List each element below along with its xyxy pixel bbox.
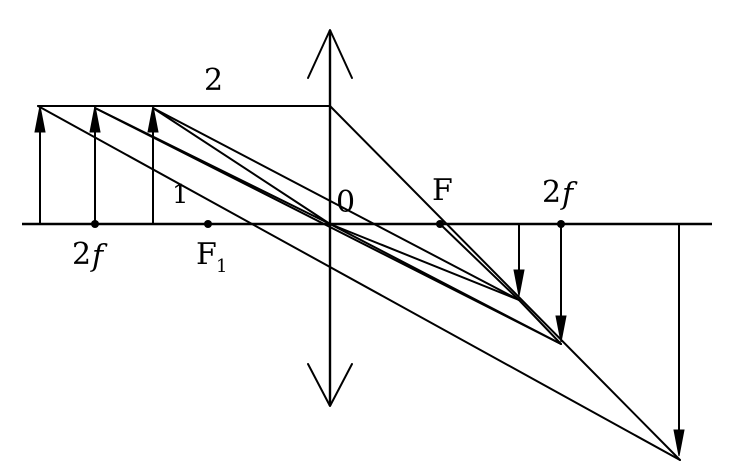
image-arrow-3	[513, 223, 525, 297]
point-2f-left	[91, 220, 99, 228]
point-f1	[204, 220, 212, 228]
ray-center-object3	[152, 107, 520, 301]
ray-parallel	[37, 105, 681, 461]
ray-refracted-to-image3	[439, 223, 520, 301]
object-arrow-1	[34, 105, 46, 225]
image-arrow-1	[673, 223, 685, 457]
lens-arrowhead-top	[307, 29, 353, 79]
object-arrow-3	[147, 105, 159, 225]
label-f1-main: F	[196, 237, 217, 272]
label-2f-left-var: f	[90, 239, 108, 274]
label-2f-right-var: f	[560, 177, 578, 212]
point-f	[436, 220, 444, 228]
label-2f-right-num: 2	[542, 175, 561, 210]
label-focus-f: F	[432, 173, 453, 208]
label-2f-left: 2 f	[72, 237, 108, 274]
rays-to-images	[94, 107, 562, 345]
object-arrow-2	[89, 105, 101, 225]
label-2f-left-num: 2	[72, 237, 91, 272]
point-2f-right	[557, 220, 565, 228]
rays-through-center	[37, 105, 681, 461]
label-center-0: 0	[336, 185, 355, 220]
label-ray-2: 2	[204, 63, 223, 98]
image-arrow-2	[555, 223, 567, 343]
label-f1: F 1	[196, 237, 227, 277]
ray-refracted-to-image2	[518, 299, 562, 345]
label-ray-1: 1	[172, 180, 189, 210]
label-f1-subscript: 1	[216, 256, 227, 277]
ray-center-object1	[37, 105, 681, 461]
lens-arrowhead-bottom	[307, 363, 353, 407]
label-2f-right: 2 f	[542, 175, 578, 212]
converging-lens	[307, 29, 353, 407]
